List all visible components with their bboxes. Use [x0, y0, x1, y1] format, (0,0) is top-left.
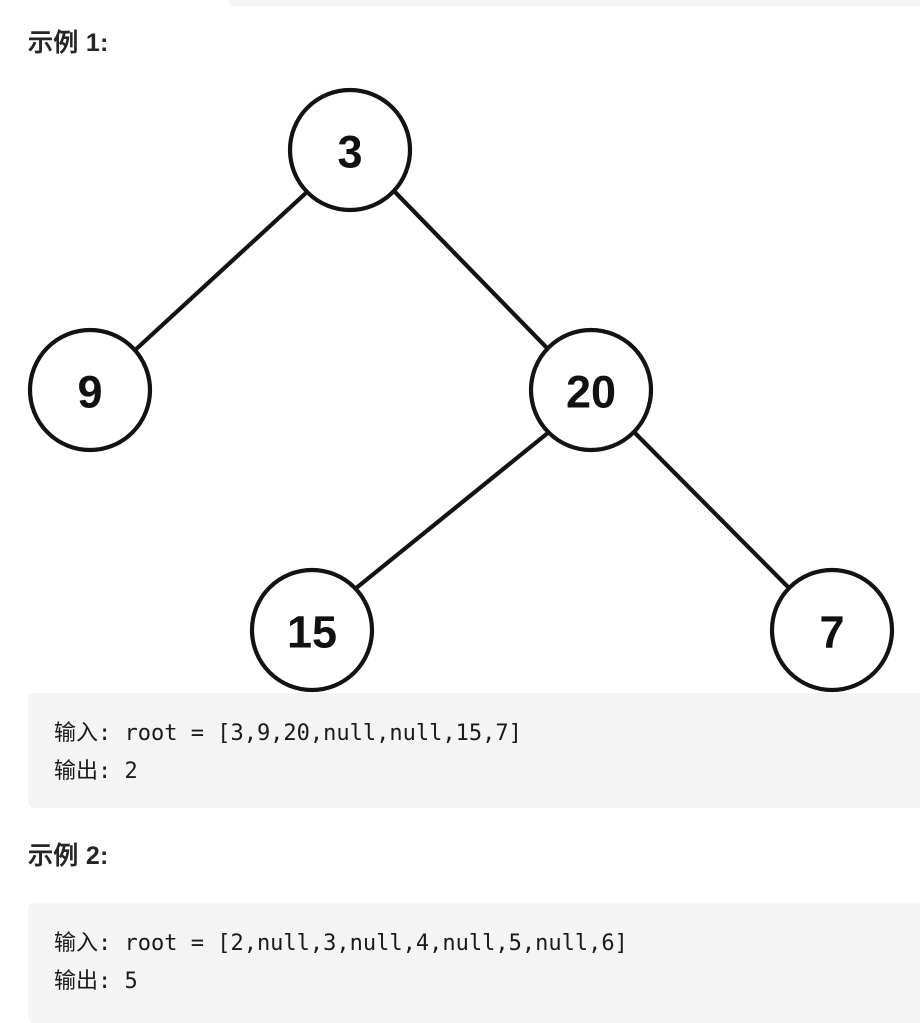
node-circle [249, 567, 375, 693]
node-circle [769, 567, 895, 693]
edge-20-to-15 [353, 430, 551, 591]
tree-node-15: 15 [249, 567, 375, 693]
example-2-output-line: 输出: 5 [54, 969, 138, 994]
example-2-heading: 示例 2: [28, 842, 109, 870]
example-1-output-line: 输出: 2 [54, 759, 138, 784]
edge-3-to-20 [392, 189, 550, 351]
tree-node-3: 3 [287, 87, 413, 213]
node-label: 20 [566, 367, 616, 418]
edge-3-to-9 [131, 190, 309, 354]
example-2-code-block: 输入: root = [2,null,3,null,4,null,5,null,… [28, 903, 920, 1023]
node-circle [528, 327, 654, 453]
example-1-input-line: 输入: root = [3,9,20,null,null,15,7] [54, 721, 522, 746]
binary-tree-figure: 3 9 20 15 7 [0, 72, 920, 702]
previous-code-block-cutoff [228, 0, 920, 6]
tree-node-9: 9 [27, 327, 153, 453]
node-label: 15 [287, 607, 337, 658]
example-1-code-block: 输入: root = [3,9,20,null,null,15,7] 输出: 2 [28, 693, 920, 808]
example-1-heading: 示例 1: [28, 29, 109, 57]
example-2-input-line: 输入: root = [2,null,3,null,4,null,5,null,… [54, 931, 628, 956]
node-circle [287, 87, 413, 213]
node-label: 9 [77, 367, 102, 418]
tree-edges [131, 189, 792, 591]
node-label: 7 [819, 607, 844, 658]
tree-node-7: 7 [769, 567, 895, 693]
node-circle [27, 327, 153, 453]
tree-node-20: 20 [528, 327, 654, 453]
node-label: 3 [337, 127, 362, 178]
edge-20-to-7 [632, 430, 792, 591]
